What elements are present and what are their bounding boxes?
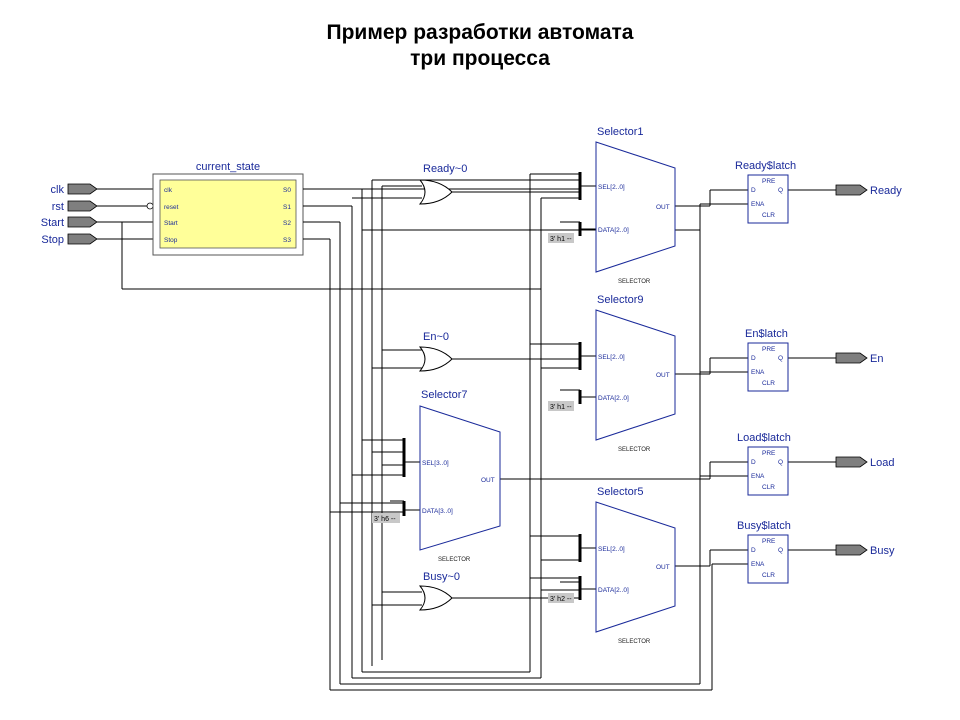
pin-s2: S2 (283, 220, 291, 227)
output-port-en[interactable]: En (835, 352, 883, 365)
latch-ready-d: D (751, 187, 756, 194)
selector-7-const: 3' h6 -- (374, 516, 396, 523)
latch-en-q: Q (778, 355, 783, 362)
latch-load-q: Q (778, 459, 783, 466)
selector-5-const: 3' h2 -- (550, 596, 572, 603)
or-gate-busy[interactable]: Busy~0 (418, 571, 460, 611)
gate-label-ready: Ready~0 (423, 163, 467, 175)
title-line-2: три процесса (410, 47, 550, 70)
selector-9-const: 3' h1 -- (550, 404, 572, 411)
pin-s3: S3 (283, 237, 291, 244)
latch-busy-name: Busy$latch (737, 520, 791, 532)
selector-1-const: 3' h1 -- (550, 236, 572, 243)
output-label-en: En (870, 353, 883, 365)
latch-busy-pre: PRE (762, 538, 776, 545)
or-gate-en[interactable]: En~0 (418, 331, 453, 372)
latch-en-d: D (751, 355, 756, 362)
selector-5[interactable]: Selector5 SEL[2..0] DATA[2..0] OUT SELEC… (548, 486, 676, 645)
latch-ready-name: Ready$latch (735, 160, 796, 172)
gate-label-en: En~0 (423, 331, 449, 343)
latch-en-ena: ENA (751, 369, 765, 376)
title-line-1: Пример разработки автомата (326, 21, 634, 44)
selector-1-sel: SEL[2..0] (598, 184, 625, 191)
input-port-start[interactable]: Start (41, 216, 98, 229)
selector-1-caption: SELECTOR (618, 279, 651, 285)
current-state-block[interactable]: current_state clk reset Start Stop S0 S1… (152, 161, 304, 256)
latch-ready-ena: ENA (751, 201, 765, 208)
latch-ready-q: Q (778, 187, 783, 194)
pin-reset: reset (164, 204, 179, 211)
input-label-rst: rst (52, 201, 64, 213)
latch-load-pre: PRE (762, 450, 776, 457)
latch-busy-ena: ENA (751, 561, 765, 568)
latch-en[interactable]: En$latch PRE D Q ENA CLR (745, 328, 789, 392)
selector-7-out: OUT (481, 477, 495, 484)
latch-load-ena: ENA (751, 473, 765, 480)
input-port-stop[interactable]: Stop (41, 233, 98, 246)
selector-7-caption: SELECTOR (438, 557, 471, 563)
selector-1[interactable]: Selector1 SEL[2..0] DATA[2..0] OUT SELEC… (548, 126, 676, 285)
latch-load[interactable]: Load$latch PRE D Q ENA CLR (737, 432, 791, 496)
selector-1-name: Selector1 (597, 126, 643, 138)
selector-9-out: OUT (656, 372, 670, 379)
selector-5-data: DATA[2..0] (598, 587, 629, 594)
pin-s0: S0 (283, 187, 291, 194)
latch-load-clr: CLR (762, 484, 775, 491)
latch-busy[interactable]: Busy$latch PRE D Q ENA CLR (737, 520, 791, 584)
pin-clk: clk (164, 187, 173, 194)
selector-1-data: DATA[2..0] (598, 227, 629, 234)
invert-bubble-icon (146, 202, 154, 210)
selector-9-data: DATA[2..0] (598, 395, 629, 402)
selector-9[interactable]: Selector9 SEL[2..0] DATA[2..0] OUT SELEC… (548, 294, 676, 453)
output-port-load[interactable]: Load (835, 456, 894, 469)
selector-7[interactable]: Selector7 SEL[3..0] DATA[3..0] OUT SELEC… (372, 389, 501, 563)
selector-9-caption: SELECTOR (618, 447, 651, 453)
input-label-start: Start (41, 217, 64, 229)
input-port-clk[interactable]: clk (51, 183, 98, 196)
or-gate-ready[interactable]: Ready~0 (418, 163, 467, 205)
page-title: Пример разработки автомата три процесса (0, 20, 960, 72)
latch-ready-pre: PRE (762, 178, 776, 185)
latch-ready[interactable]: Ready$latch PRE D Q ENA CLR (735, 160, 796, 224)
latch-busy-q: Q (778, 547, 783, 554)
current-state-name: current_state (196, 161, 260, 173)
pin-stop: Stop (164, 237, 178, 244)
state-wires (303, 172, 836, 691)
selector-5-name: Selector5 (597, 486, 643, 498)
output-port-busy[interactable]: Busy (835, 544, 895, 557)
latch-busy-d: D (751, 547, 756, 554)
latch-en-pre: PRE (762, 346, 776, 353)
latch-ready-clr: CLR (762, 212, 775, 219)
selector-7-sel: SEL[3..0] (422, 460, 449, 467)
gate-label-busy: Busy~0 (423, 571, 460, 583)
selector-7-name: Selector7 (421, 389, 467, 401)
input-wires (97, 188, 541, 290)
input-port-rst[interactable]: rst (52, 200, 98, 213)
pin-s1: S1 (283, 204, 291, 211)
selector-9-name: Selector9 (597, 294, 643, 306)
latch-load-name: Load$latch (737, 432, 791, 444)
output-label-ready: Ready (870, 185, 902, 197)
output-port-ready[interactable]: Ready (835, 184, 902, 197)
output-label-load: Load (870, 457, 894, 469)
selector-9-sel: SEL[2..0] (598, 354, 625, 361)
output-label-busy: Busy (870, 545, 895, 557)
selector-5-out: OUT (656, 564, 670, 571)
latch-en-name: En$latch (745, 328, 788, 340)
latch-en-clr: CLR (762, 380, 775, 387)
pin-start: Start (164, 220, 178, 227)
selector-1-out: OUT (656, 204, 670, 211)
selector-5-caption: SELECTOR (618, 639, 651, 645)
input-label-stop: Stop (41, 234, 64, 246)
selector-7-data: DATA[3..0] (422, 508, 453, 515)
selector-5-sel: SEL[2..0] (598, 546, 625, 553)
input-label-clk: clk (51, 184, 65, 196)
latch-load-d: D (751, 459, 756, 466)
latch-busy-clr: CLR (762, 572, 775, 579)
